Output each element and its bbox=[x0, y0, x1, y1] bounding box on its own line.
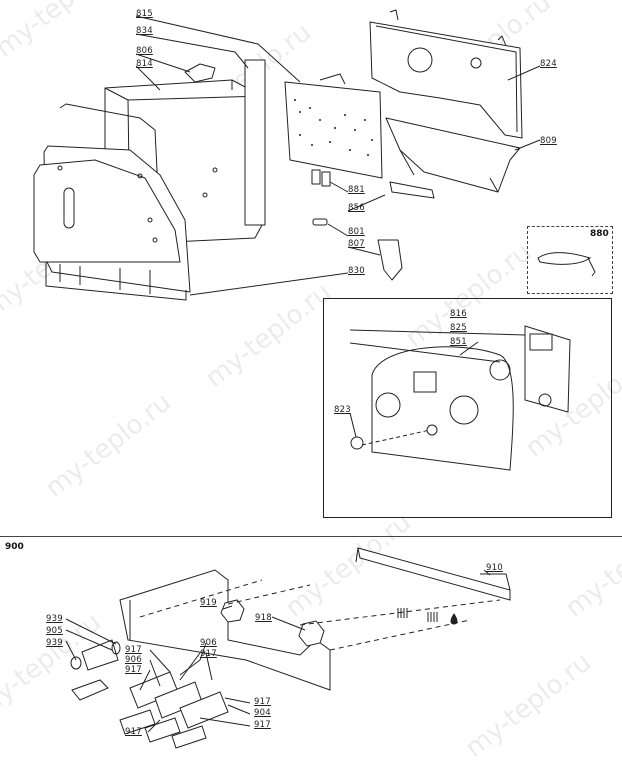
section-divider bbox=[0, 536, 622, 537]
part-label-904: 904 bbox=[254, 708, 271, 718]
part-label-939: 939 bbox=[46, 638, 63, 648]
part-label-917: 917 bbox=[254, 697, 271, 707]
part-label-824: 824 bbox=[540, 59, 557, 69]
part-label-801: 801 bbox=[348, 227, 365, 237]
part-label-830: 830 bbox=[348, 266, 365, 276]
part-label-919: 919 bbox=[200, 598, 217, 608]
part-label-807: 807 bbox=[348, 239, 365, 249]
part-label-851: 851 bbox=[450, 337, 467, 347]
cable-inset-title: 880 bbox=[590, 229, 609, 239]
part-label-918: 918 bbox=[255, 613, 272, 623]
part-label-917: 917 bbox=[125, 645, 142, 655]
part-label-823: 823 bbox=[334, 405, 351, 415]
hydraulic-group-title: 900 bbox=[5, 542, 24, 552]
cable-inset-box bbox=[527, 226, 613, 294]
part-label-856: 856 bbox=[348, 203, 365, 213]
part-label-917: 917 bbox=[200, 649, 217, 659]
part-label-816: 816 bbox=[450, 309, 467, 319]
part-label-809: 809 bbox=[540, 136, 557, 146]
part-label-910: 910 bbox=[486, 563, 503, 573]
part-label-906: 906 bbox=[200, 638, 217, 648]
part-label-939: 939 bbox=[46, 614, 63, 624]
part-label-814: 814 bbox=[136, 59, 153, 69]
part-label-881: 881 bbox=[348, 185, 365, 195]
part-label-825: 825 bbox=[450, 323, 467, 333]
part-label-917: 917 bbox=[254, 720, 271, 730]
control-panel-inset-box bbox=[323, 298, 612, 518]
part-label-905: 905 bbox=[46, 626, 63, 636]
part-label-917: 917 bbox=[125, 727, 142, 737]
part-label-834: 834 bbox=[136, 26, 153, 36]
part-label-906: 906 bbox=[125, 655, 142, 665]
part-label-917: 917 bbox=[125, 665, 142, 675]
part-label-815: 815 bbox=[136, 9, 153, 19]
part-label-806: 806 bbox=[136, 46, 153, 56]
